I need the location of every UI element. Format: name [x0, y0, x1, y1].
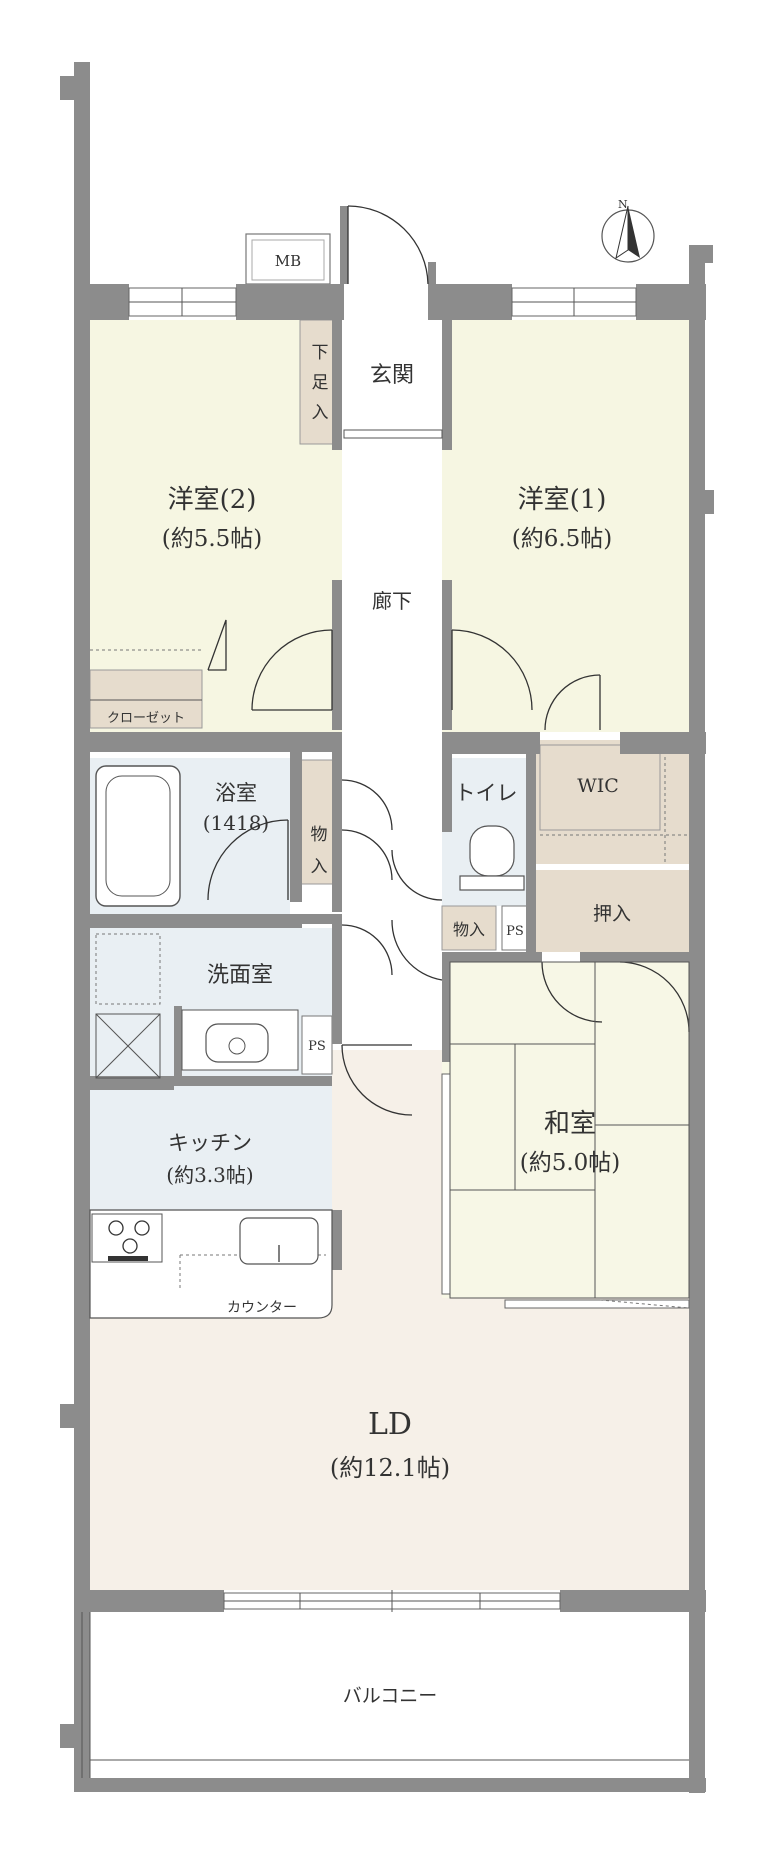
- washitsu-area: [442, 962, 689, 1298]
- bathtub: [95, 765, 181, 907]
- storage2-label: 物入: [453, 920, 485, 939]
- storage1-label-1: 物: [311, 825, 328, 845]
- ps2-label: PS: [308, 1039, 326, 1054]
- wic-area: [535, 740, 689, 864]
- walls: [60, 62, 714, 1793]
- ld-area: (約12.1帖): [330, 1454, 450, 1482]
- toilet-fixture: [459, 825, 525, 891]
- room2-area: (約5.5帖): [162, 526, 263, 552]
- mb-label: MB: [275, 252, 301, 270]
- ps1-label: PS: [506, 924, 524, 939]
- toilet-label: トイレ: [455, 781, 518, 805]
- kitchen-counter: [89, 1209, 333, 1319]
- hallway-label: 廊下: [372, 589, 412, 613]
- storage1-label-2: 入: [311, 857, 328, 877]
- oshiire-label: 押入: [593, 903, 631, 925]
- closet: [89, 669, 203, 729]
- wic-shelves: [539, 744, 690, 864]
- washroom-label: 洗面室: [207, 963, 273, 988]
- doors: [207, 205, 690, 1116]
- tatami-layout: [449, 961, 690, 1299]
- wic-label: WIC: [577, 775, 619, 797]
- kitchen-name: キッチン: [168, 1131, 252, 1155]
- getabako-label-2: 足: [312, 373, 329, 393]
- getabako-label-1: 下: [312, 343, 329, 363]
- ps-2: [301, 1015, 333, 1075]
- genkan-label: 玄関: [370, 363, 414, 388]
- kitchen-area: (約3.3帖): [166, 1163, 253, 1187]
- counter-label: カウンター: [227, 1300, 297, 1316]
- compass-label: N: [618, 198, 628, 211]
- compass-north-icon: N: [601, 198, 655, 263]
- bath-size: (1418): [203, 811, 270, 835]
- washitsu-area: (約5.0帖): [520, 1150, 621, 1176]
- ld-name: LD: [368, 1407, 412, 1442]
- hallway-area: [342, 430, 442, 1050]
- balcony-label: バルコニー: [343, 1685, 438, 1707]
- closet-label: クローゼット: [107, 711, 185, 726]
- balcony: [81, 1612, 689, 1778]
- oshiire-area: [535, 870, 689, 952]
- getabako-label-3: 入: [312, 403, 329, 423]
- living-area: [90, 1050, 689, 1590]
- room1-name: 洋室(1): [518, 485, 607, 515]
- storage-2: [441, 905, 497, 951]
- room2-name: 洋室(2): [168, 485, 257, 515]
- ps-1: [501, 905, 529, 951]
- room-labels: MB 玄関 下 足 入 洋室(2) (約5.5帖) 洋室(1) (約6.5帖) …: [107, 252, 631, 1707]
- washbasin: [181, 1009, 299, 1071]
- mb-box: [245, 233, 331, 285]
- entrance-area: [342, 320, 442, 430]
- bath-name: 浴室: [215, 781, 257, 805]
- washer-space: [95, 933, 161, 1079]
- western-room-1: [442, 320, 689, 732]
- washitsu-name: 和室: [544, 1109, 596, 1139]
- windows: [128, 287, 690, 1612]
- room1-area: (約6.5帖): [512, 526, 613, 552]
